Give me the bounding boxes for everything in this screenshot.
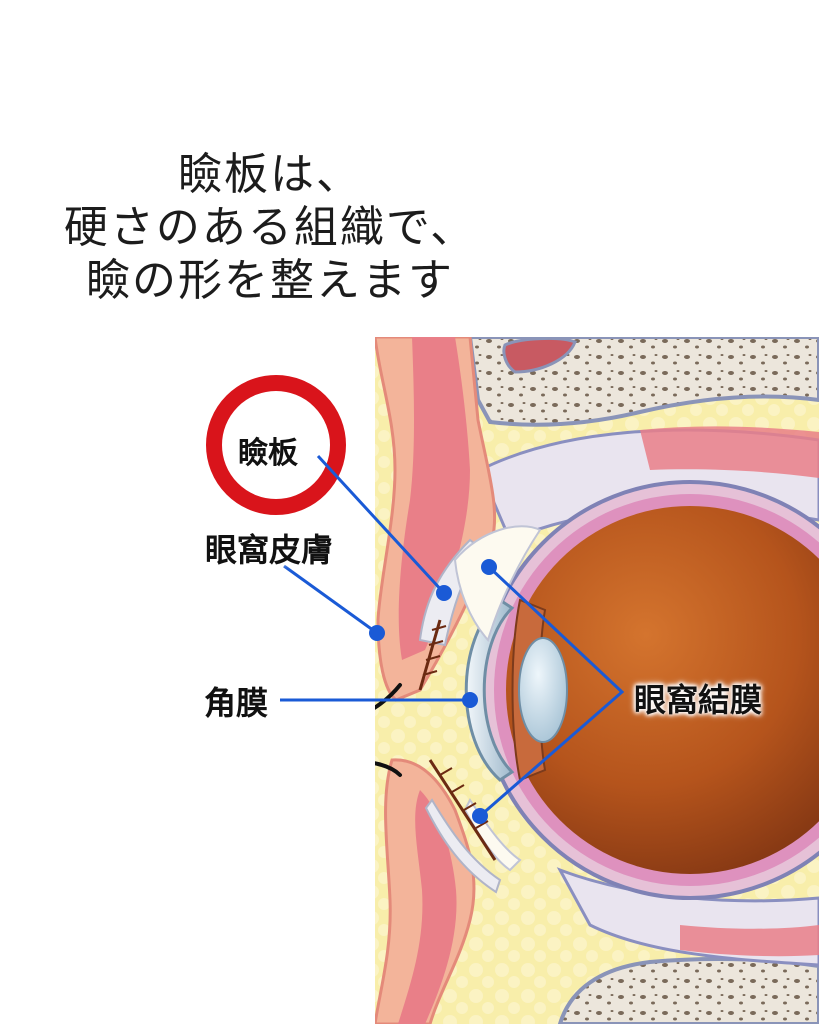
leader-dot-tarsus — [436, 585, 452, 601]
leader-dot-skin — [369, 625, 385, 641]
lower-lash-root — [428, 759, 497, 861]
cornea-shape — [464, 598, 515, 782]
lower-lash-follicles — [439, 767, 489, 829]
upper-orbicularis-muscle — [398, 337, 470, 660]
upper-eyelash — [375, 683, 402, 710]
upper-fornix — [453, 525, 542, 642]
leader-line-skin — [283, 564, 378, 635]
leader-line-conjunctiva — [479, 565, 625, 818]
lower-orbicularis-muscle — [398, 790, 457, 1024]
headline-line-2: 硬さのある組織で、 — [63, 202, 477, 253]
highlight-ring-icon — [206, 375, 346, 515]
lower-rectus-muscle — [680, 925, 819, 957]
label-orbital-conjunctiva: 眼窩結膜 — [634, 681, 763, 719]
anatomy-illustration — [375, 337, 819, 1024]
upper-lash-follicles — [422, 625, 447, 676]
headline: 瞼板は、 硬さのある組織で、 瞼の形を整えます — [0, 148, 540, 307]
headline-line-1: 瞼板は、 — [178, 149, 362, 200]
leader-dot-cornea — [462, 692, 478, 708]
leader-dot-conjunctiva-lower — [472, 808, 488, 824]
leader-dot-conjunctiva-upper — [481, 559, 497, 575]
lens — [518, 637, 568, 743]
lower-eyelash — [375, 761, 402, 777]
label-cornea: 角膜 — [204, 684, 269, 722]
eyeball — [506, 506, 819, 874]
headline-line-3: 瞼の形を整えます — [86, 255, 454, 306]
leader-line-tarsus — [316, 454, 446, 595]
label-tarsus: 瞼板 — [238, 436, 298, 471]
lower-tarsus — [424, 798, 502, 894]
upper-lash-root — [418, 619, 442, 691]
upper-sinus — [502, 337, 577, 374]
label-orbital-skin: 眼窩皮膚 — [205, 531, 334, 569]
leader-lines — [280, 454, 625, 818]
leader-dots — [369, 559, 497, 824]
upper-rectus-muscle — [640, 426, 819, 478]
